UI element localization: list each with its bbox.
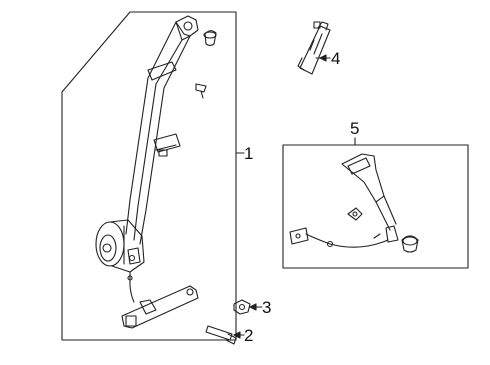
push-pin-clip-icon xyxy=(195,83,207,99)
cap-fastener-icon xyxy=(203,30,217,47)
callout-nut: 3 xyxy=(262,298,272,317)
callout-height-adjuster: 4 xyxy=(331,49,341,68)
callout-buckle-assembly: 5 xyxy=(350,119,360,138)
callout-belt-assembly: 1 xyxy=(244,144,254,163)
height-adjuster-icon xyxy=(297,21,331,75)
callout-screw: 2 xyxy=(244,326,254,345)
seatbelt-retractor-assembly xyxy=(95,15,199,329)
seatbelt-buckle-assembly xyxy=(289,153,419,253)
nut-icon xyxy=(233,299,251,315)
buckle-frame xyxy=(282,144,469,269)
callout-arrows xyxy=(233,54,331,339)
belt-assembly-frame xyxy=(61,11,245,341)
screw-icon xyxy=(205,325,237,345)
